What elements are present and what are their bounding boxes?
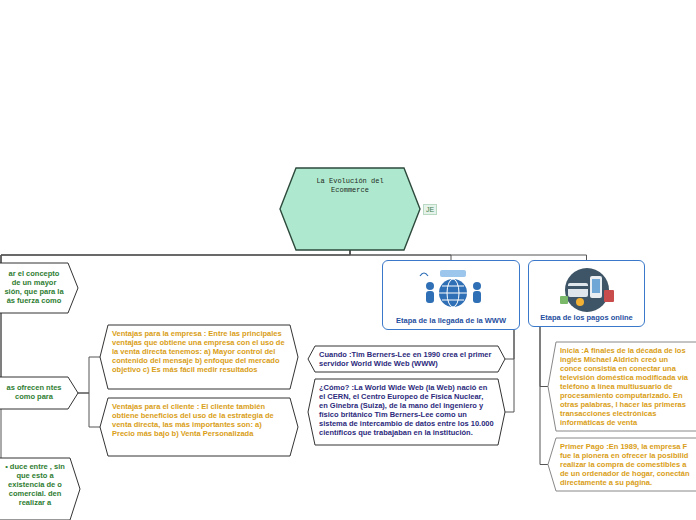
node-text: Primer Pago :En 1989, la empresa F fue l… (560, 442, 690, 487)
detail-box: ¿Cómo? :La World Wide Web (la Web) nació… (308, 379, 505, 445)
topic-title: La Evolución del Ecommerce (300, 177, 400, 195)
stage-box: Etapa de los pagos online (528, 260, 645, 327)
node-text: as ofrecen ntes como para (4, 383, 64, 401)
node-shape (100, 398, 298, 456)
branch-connector (78, 393, 100, 427)
node-shape (548, 438, 696, 491)
node-text: Etapa de la llegada de la WWW (389, 316, 513, 325)
node-shape (308, 346, 505, 372)
payments-icon (560, 268, 614, 312)
branch-box: as ofrecen ntes como para (0, 377, 78, 409)
node-shape (0, 377, 78, 409)
node-text: Inicia :A finales de la década de los in… (560, 346, 690, 427)
node-shape (0, 263, 78, 313)
branch-connector (350, 250, 587, 260)
subtopic-box: Ventajas para la empresa : Entre las pri… (100, 325, 298, 389)
www-globe-icon (420, 270, 481, 307)
branch-connector (540, 327, 548, 465)
branch-connector (505, 330, 514, 412)
node-text: • duce entre , sin que esto a existencia… (4, 462, 66, 507)
node-shape (308, 379, 505, 445)
node-text: Ventajas para la empresa : Entre las pri… (112, 329, 286, 374)
detail-box: Inicia :A finales de la década de los in… (548, 342, 694, 431)
branch-connector (505, 330, 514, 359)
branch-connector (1, 250, 350, 458)
node-text: Etapa de los pagos online (535, 313, 638, 322)
node-shape (548, 342, 696, 431)
detail-box: Primer Pago :En 1989, la empresa F fue l… (548, 438, 694, 491)
detail-box: Cuando :Tim Berners-Lee en 1990 crea el … (308, 346, 505, 372)
node-text: ¿Cómo? :La World Wide Web (la Web) nació… (319, 383, 494, 437)
marker-label: JE (423, 204, 437, 215)
subtopic-box: Ventajas para el cliente : El cliente ta… (100, 398, 298, 456)
stage-box: Etapa de la llegada de la WWW (382, 260, 520, 330)
branch-box: ar el concepto de un mayor sión, que par… (0, 263, 78, 313)
node-text: Cuando :Tim Berners-Lee en 1990 crea el … (319, 350, 494, 368)
central-topic: La Evolución del Ecommerce (280, 168, 420, 250)
node-shape (0, 458, 80, 520)
branch-connector (78, 357, 100, 393)
branch-connector (540, 327, 548, 387)
node-text: ar el concepto de un mayor sión, que par… (4, 269, 64, 305)
node-shape (100, 325, 298, 389)
node-shape (280, 168, 420, 250)
branch-box: • duce entre , sin que esto a existencia… (0, 458, 80, 520)
branch-connector (1, 250, 350, 263)
node-text: Ventajas para el cliente : El cliente ta… (112, 402, 286, 438)
